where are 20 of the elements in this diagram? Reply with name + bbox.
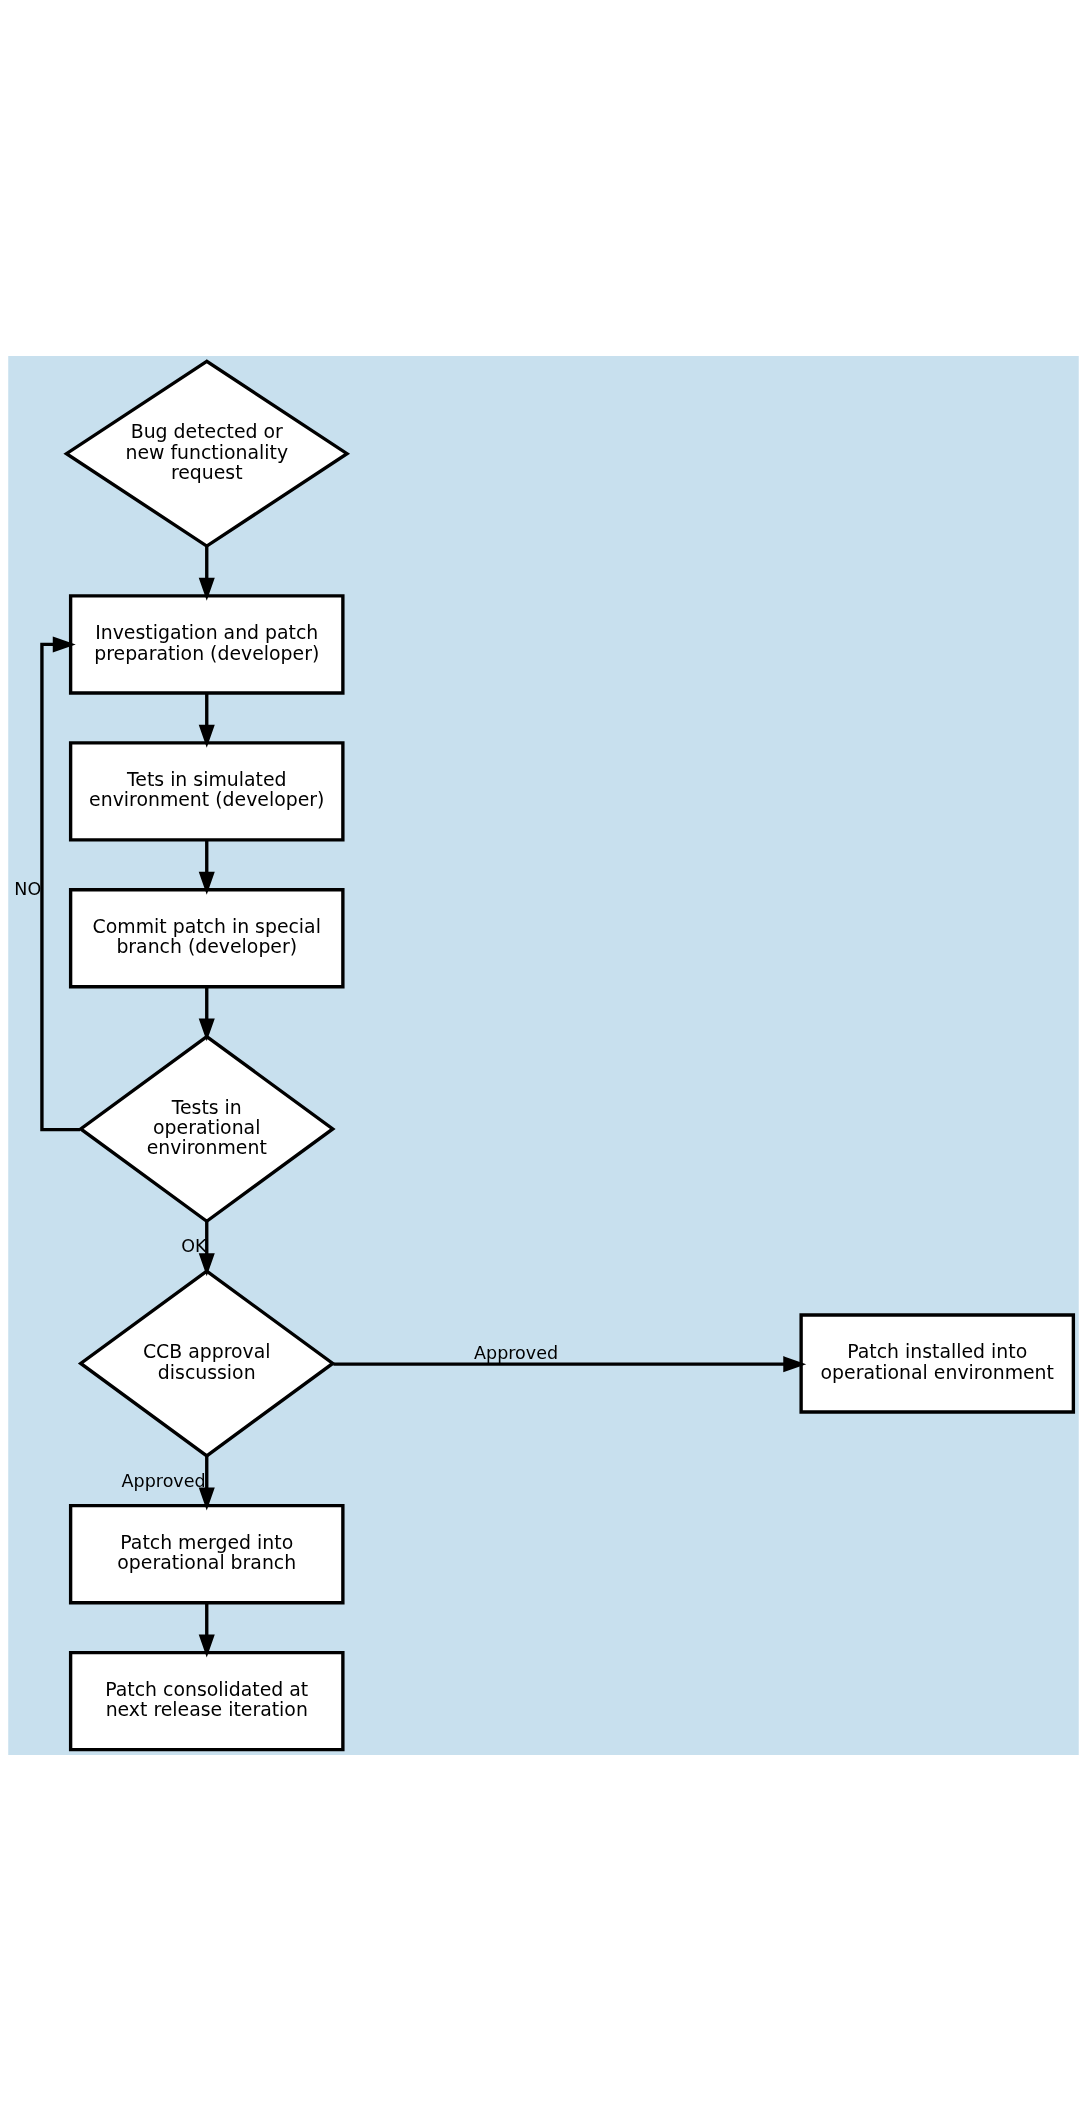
arrow [198, 693, 215, 748]
arrow [198, 1456, 215, 1511]
arrow [198, 1221, 215, 1277]
node-diamond: Tests in operational environment [77, 1034, 336, 1224]
edge-label: Approved [474, 1343, 559, 1364]
arrow [198, 986, 215, 1042]
node-box: Commit patch in special branch (developer) [68, 888, 345, 989]
arrow [198, 840, 215, 895]
edge-label: Approved [121, 1470, 206, 1491]
node-box: Patch consolidated at next release iteration [68, 1650, 345, 1752]
node-box: Investigation and patch preparation (developer) [68, 594, 345, 695]
node-box: Tets in simulated environment (developer) [68, 741, 345, 842]
arrow [40, 636, 81, 1132]
arrow [198, 1603, 215, 1658]
node-box: Patch installed into operational environment [799, 1313, 1076, 1414]
node-diamond: Bug detected or new functionality request [63, 359, 351, 549]
arrow [198, 546, 215, 601]
node-box: Patch merged into operational branch [68, 1503, 345, 1605]
arrow [333, 1356, 807, 1373]
node-diamond: CCB approval discussion [77, 1269, 336, 1458]
